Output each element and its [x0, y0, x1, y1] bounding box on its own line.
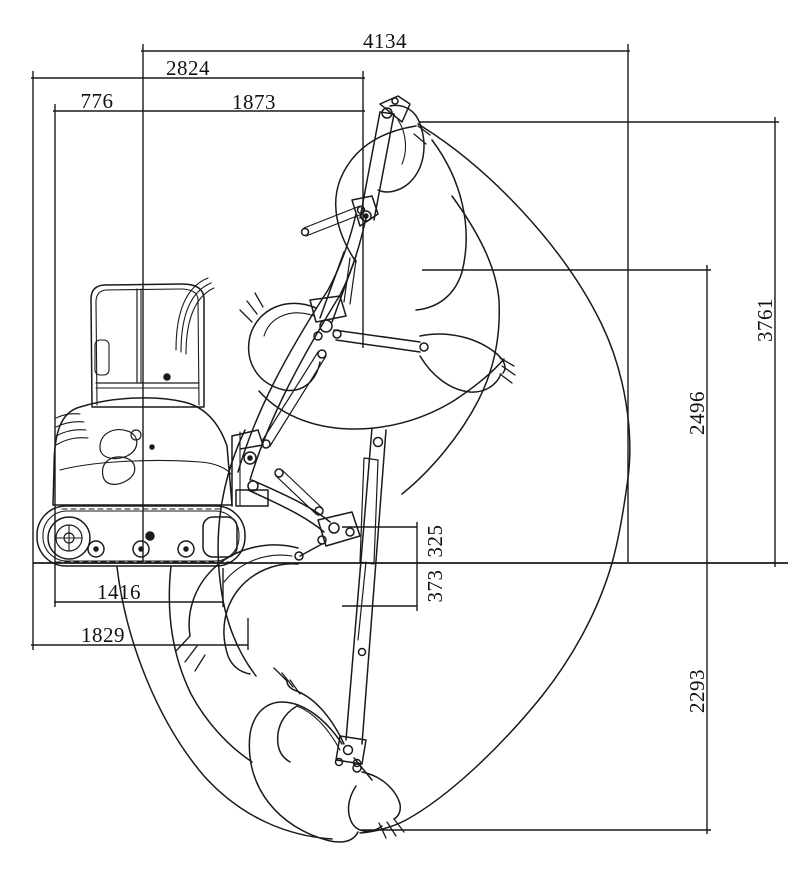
dim-label-2824: 2824 — [166, 56, 210, 80]
sprocket-wheel — [47, 516, 91, 560]
top-bucket-hook-arc — [334, 125, 417, 263]
road-wheel — [177, 540, 195, 558]
mid-bucket-curl-arc — [258, 358, 505, 430]
road-wheel — [87, 540, 105, 558]
dim-label-4134: 4134 — [363, 29, 407, 53]
dim-label-1873: 1873 — [232, 90, 276, 114]
cab — [90, 283, 205, 408]
dim-label-373: 373 — [423, 570, 447, 603]
dim-label-325: 325 — [423, 525, 447, 558]
dig-linkage-near — [175, 468, 361, 675]
dimension-lines — [31, 44, 788, 834]
dim-label-3761: 3761 — [753, 298, 777, 342]
lower-left-outer-arc — [116, 566, 333, 840]
boom-cylinder — [261, 351, 327, 447]
swing-bracket — [175, 277, 269, 507]
dim-label-2496: 2496 — [685, 391, 709, 435]
bucket-bottom-extended — [347, 757, 405, 839]
hydraulic-hoses — [175, 277, 209, 351]
hood-cutout — [101, 456, 136, 485]
bucket-cylinder — [343, 257, 357, 305]
arm-down — [334, 427, 387, 768]
bucket-bottom-curled — [273, 667, 345, 763]
bucket-mid-right — [333, 329, 421, 353]
bottom-bucket-curl-arc — [248, 701, 359, 843]
lower-left-inner-arc — [168, 565, 253, 763]
dim-label-2293: 2293 — [685, 669, 709, 713]
bucket-mid-left — [247, 302, 321, 392]
boom-head — [351, 195, 379, 227]
bucket-near — [188, 544, 299, 637]
dim-label-776: 776 — [81, 89, 114, 113]
upper-body — [52, 397, 233, 506]
hydraulic-hoses — [185, 287, 215, 355]
arm-mid — [239, 251, 516, 393]
arm-raised — [359, 111, 395, 221]
dim-label-1829: 1829 — [81, 623, 125, 647]
top-bucket-sweep-arc — [415, 139, 467, 311]
bucket-top — [377, 95, 431, 193]
idler-wheel — [202, 516, 238, 558]
hood-cutout — [99, 429, 138, 460]
outer-reach-arc — [359, 123, 631, 834]
excavator-drawing — [36, 95, 516, 839]
hydraulic-hoses — [180, 282, 212, 353]
arm-cylinder — [303, 205, 363, 237]
inner-upper-arc — [401, 195, 501, 495]
crawler-tracks — [36, 505, 246, 567]
door-handle — [163, 373, 171, 381]
road-wheel — [132, 540, 150, 558]
envelope-arcs — [116, 123, 631, 843]
dig-cylinder — [275, 469, 323, 515]
dimension-labels: 4134 2824 776 1873 1416 1829 3761 2496 2… — [81, 29, 778, 713]
seat — [94, 339, 110, 376]
dim-label-1416: 1416 — [97, 580, 141, 604]
arm-cylinder-down — [359, 457, 379, 565]
